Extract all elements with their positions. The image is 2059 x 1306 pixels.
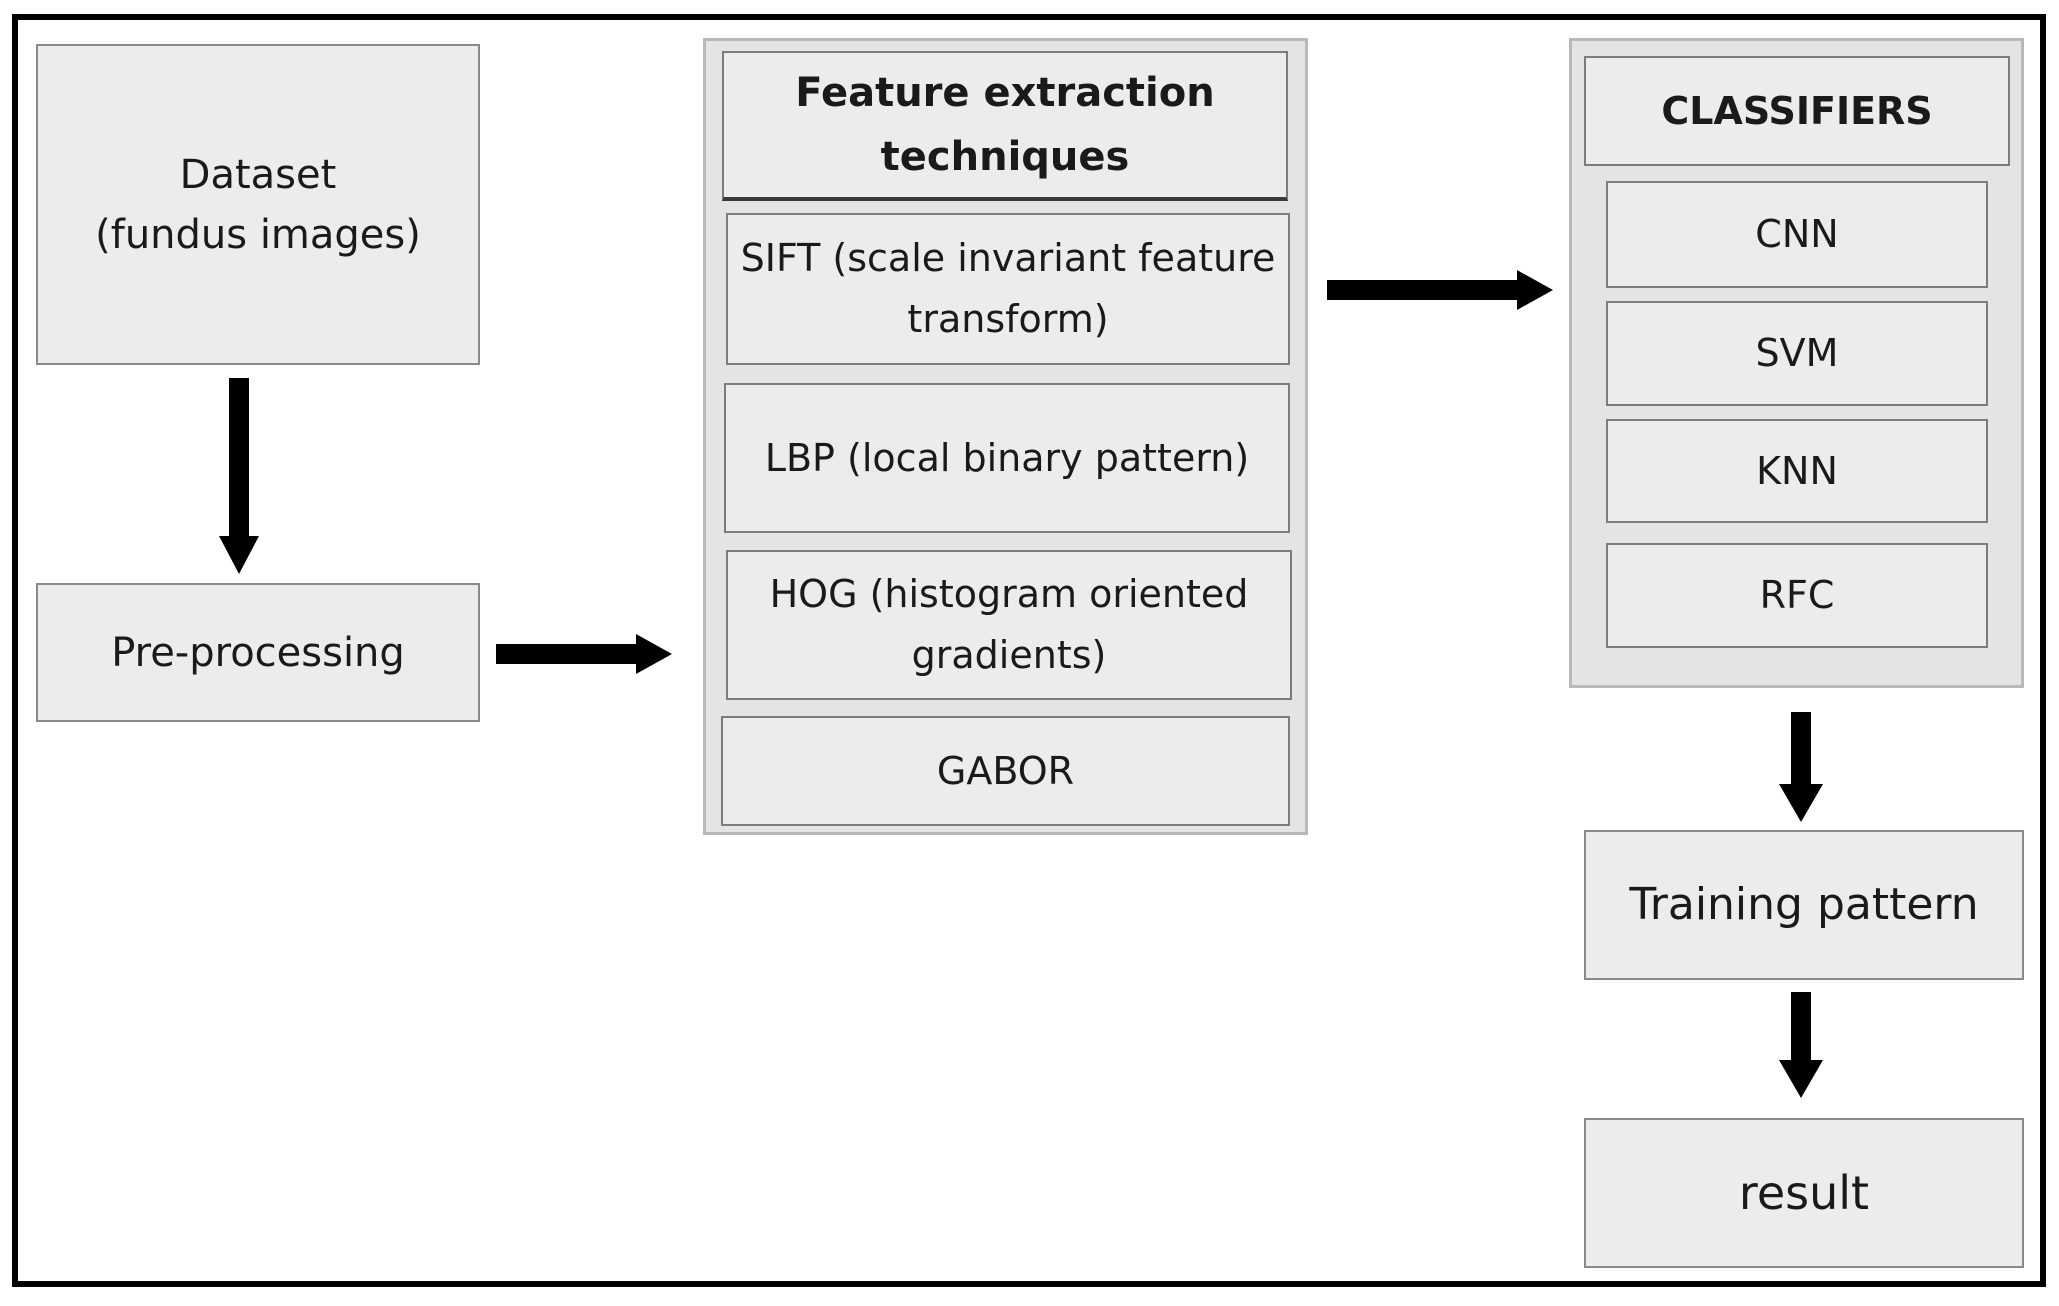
- classifiers-panel: CLASSIFIERS CNN SVM KNN RFC: [1569, 38, 2024, 688]
- classifier-cnn-label: CNN: [1755, 212, 1839, 257]
- preprocessing-label: Pre-processing: [111, 629, 405, 676]
- feature-hog: HOG (histogram oriented gradients): [726, 550, 1292, 700]
- feature-sift: SIFT (scale invariant feature transform): [726, 213, 1290, 365]
- feature-gabor: GABOR: [721, 716, 1290, 826]
- feature-sift-label: SIFT (scale invariant feature transform): [740, 236, 1276, 341]
- feature-extraction-header: Feature extraction techniques: [722, 51, 1288, 201]
- feature-lbp: LBP (local binary pattern): [724, 383, 1290, 533]
- result-box: result: [1584, 1118, 2024, 1268]
- classifier-svm: SVM: [1606, 301, 1988, 406]
- classifier-svm-label: SVM: [1755, 331, 1839, 376]
- preprocessing-box: Pre-processing: [36, 583, 480, 722]
- classifier-knn: KNN: [1606, 419, 1988, 523]
- classifier-rfc-label: RFC: [1759, 573, 1835, 618]
- result-label: result: [1738, 1165, 1870, 1220]
- feature-extraction-title: Feature extraction techniques: [795, 70, 1215, 180]
- arrow-right-icon: [496, 634, 672, 674]
- training-pattern-box: Training pattern: [1584, 830, 2024, 980]
- arrow-down-icon: [1779, 712, 1823, 822]
- classifiers-title: CLASSIFIERS: [1661, 88, 1933, 133]
- feature-hog-label: HOG (histogram oriented gradients): [769, 572, 1249, 677]
- dataset-box: Dataset (fundus images): [36, 44, 480, 365]
- arrow-down-icon: [219, 378, 259, 574]
- training-pattern-label: Training pattern: [1629, 879, 1979, 930]
- classifiers-header: CLASSIFIERS: [1584, 56, 2010, 166]
- feature-extraction-panel: Feature extraction techniques SIFT (scal…: [703, 38, 1308, 835]
- dataset-label: Dataset (fundus images): [95, 151, 421, 258]
- arrow-right-icon: [1327, 270, 1553, 310]
- feature-gabor-label: GABOR: [936, 748, 1075, 793]
- classifier-rfc: RFC: [1606, 543, 1988, 648]
- arrow-down-icon: [1779, 992, 1823, 1098]
- classifier-cnn: CNN: [1606, 181, 1988, 288]
- feature-lbp-label: LBP (local binary pattern): [764, 435, 1250, 480]
- classifier-knn-label: KNN: [1756, 448, 1838, 493]
